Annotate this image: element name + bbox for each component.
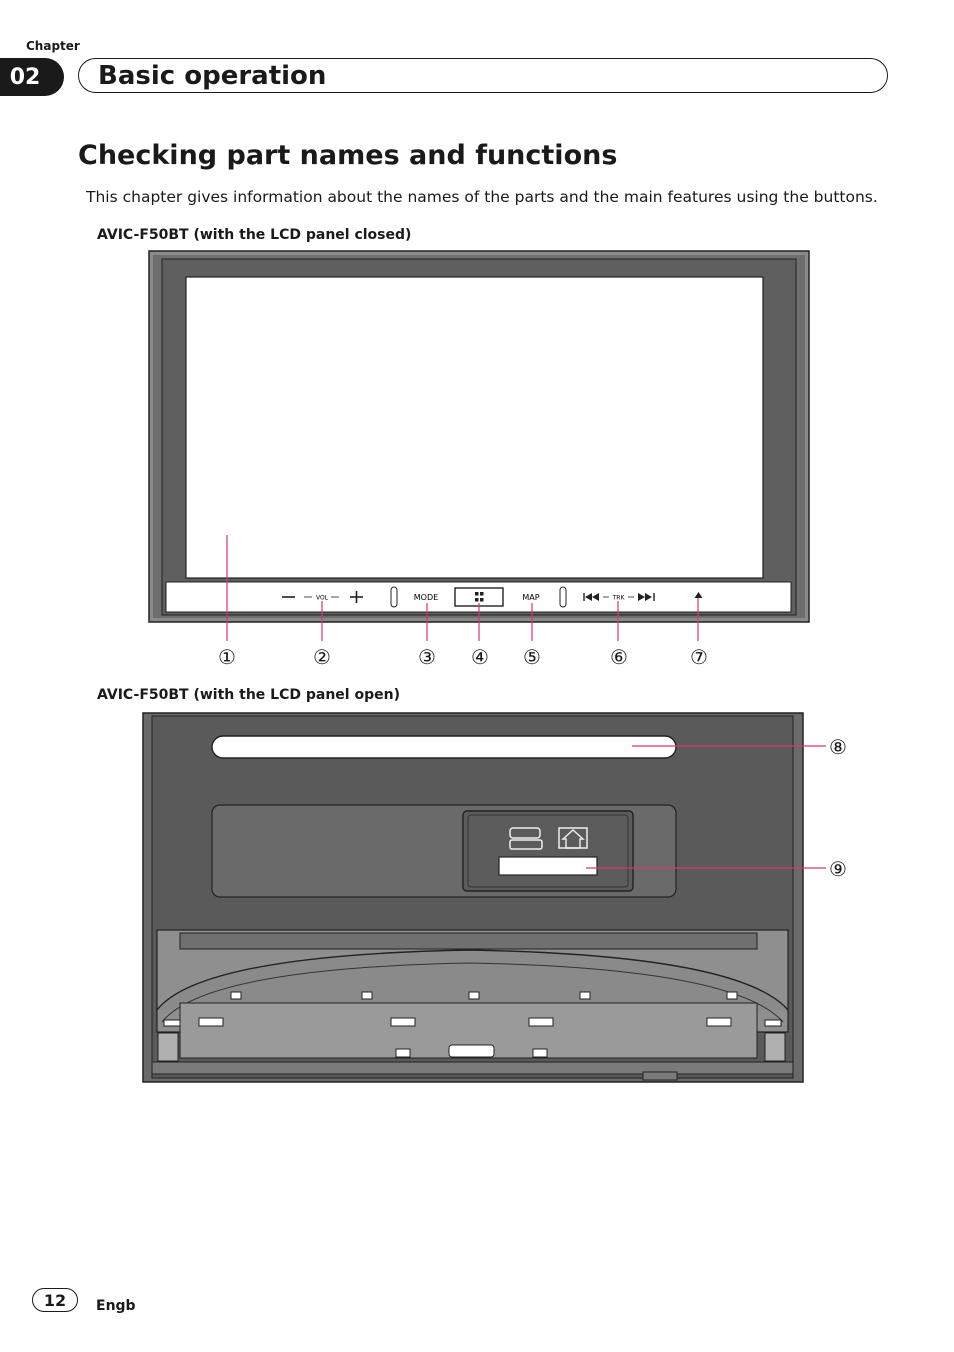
mic-slot-left bbox=[390, 586, 398, 608]
callout-6: ⑥ bbox=[610, 645, 628, 669]
map-label: MAP bbox=[522, 593, 539, 602]
callout-3: ③ bbox=[418, 645, 436, 669]
prev-track-icon bbox=[583, 593, 599, 601]
next-track-icon bbox=[638, 593, 655, 601]
callout-7: ⑦ bbox=[690, 645, 708, 669]
chapter-number-badge: 02 bbox=[0, 58, 64, 96]
page-number: 12 bbox=[32, 1288, 78, 1312]
figure-open-caption: AVIC-F50BT (with the LCD panel open) bbox=[97, 687, 400, 703]
intro-paragraph: This chapter gives information about the… bbox=[86, 188, 878, 206]
chapter-title: Basic operation bbox=[98, 61, 327, 91]
figure-closed-caption: AVIC-F50BT (with the LCD panel closed) bbox=[97, 227, 412, 243]
vol-label: VOL bbox=[316, 595, 329, 602]
callout-4: ④ bbox=[471, 645, 489, 669]
callout-2: ② bbox=[313, 645, 331, 669]
chapter-label: Chapter bbox=[26, 39, 80, 53]
mode-label: MODE bbox=[414, 593, 438, 602]
trk-label: TRK bbox=[612, 595, 626, 602]
eject-icon bbox=[694, 592, 703, 598]
home-grid-icon bbox=[475, 592, 484, 602]
callout-leaders-closed bbox=[226, 535, 699, 641]
callout-1: ① bbox=[218, 645, 236, 669]
page-title: Checking part names and functions bbox=[78, 140, 618, 171]
chapter-title-bar bbox=[78, 58, 888, 93]
lcd-screen bbox=[185, 276, 764, 579]
mic-slot-right bbox=[559, 586, 567, 608]
language-code: Engb bbox=[96, 1298, 136, 1314]
callout-5: ⑤ bbox=[523, 645, 541, 669]
